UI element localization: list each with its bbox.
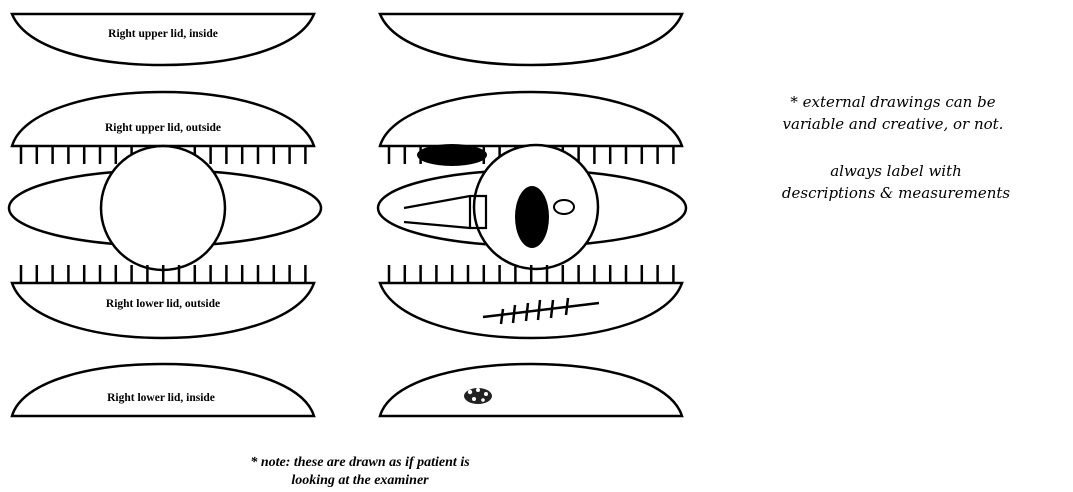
left-upper-lid-outside-shape bbox=[12, 92, 314, 146]
orientation-note-line-1: * note: these are drawn as if patient is bbox=[150, 454, 570, 472]
upper-lid-inside-label: Right upper lid, inside bbox=[108, 28, 218, 40]
right-upper-lid-inside-shape bbox=[380, 14, 682, 65]
label-note-line-2: descriptions & measurements bbox=[726, 182, 1066, 204]
left-lower-lid-inside-shape bbox=[12, 364, 314, 416]
upper-lid-lesion bbox=[417, 144, 487, 166]
upper-lid-outside-label: Right upper lid, outside bbox=[105, 122, 221, 134]
right-lower-lid-inside-shape bbox=[380, 364, 682, 416]
external-drawing-note: * external drawings can be variable and … bbox=[728, 91, 1058, 135]
external-note-line-2: variable and creative, or not. bbox=[728, 113, 1058, 135]
left-lower-lashes bbox=[21, 265, 305, 282]
left-lower-lid-outside-shape bbox=[12, 283, 314, 338]
lower-lid-inside-lesion bbox=[464, 388, 492, 404]
lower-lid-outside-label: Right lower lid, outside bbox=[106, 298, 220, 310]
right-upper-lid-outside-shape bbox=[380, 92, 682, 146]
label-note-line-1: always label with bbox=[726, 160, 1066, 182]
pupil bbox=[515, 186, 549, 248]
lower-lid-inside-label: Right lower lid, inside bbox=[107, 392, 215, 404]
left-iris bbox=[101, 146, 225, 270]
corneal-reflex bbox=[554, 200, 574, 214]
right-lower-lashes bbox=[389, 265, 673, 282]
external-note-line-1: * external drawings can be bbox=[728, 91, 1058, 113]
orientation-note: * note: these are drawn as if patient is… bbox=[150, 454, 570, 490]
labeling-note: always label with descriptions & measure… bbox=[726, 160, 1066, 204]
orientation-note-line-2: looking at the examiner bbox=[150, 472, 570, 490]
